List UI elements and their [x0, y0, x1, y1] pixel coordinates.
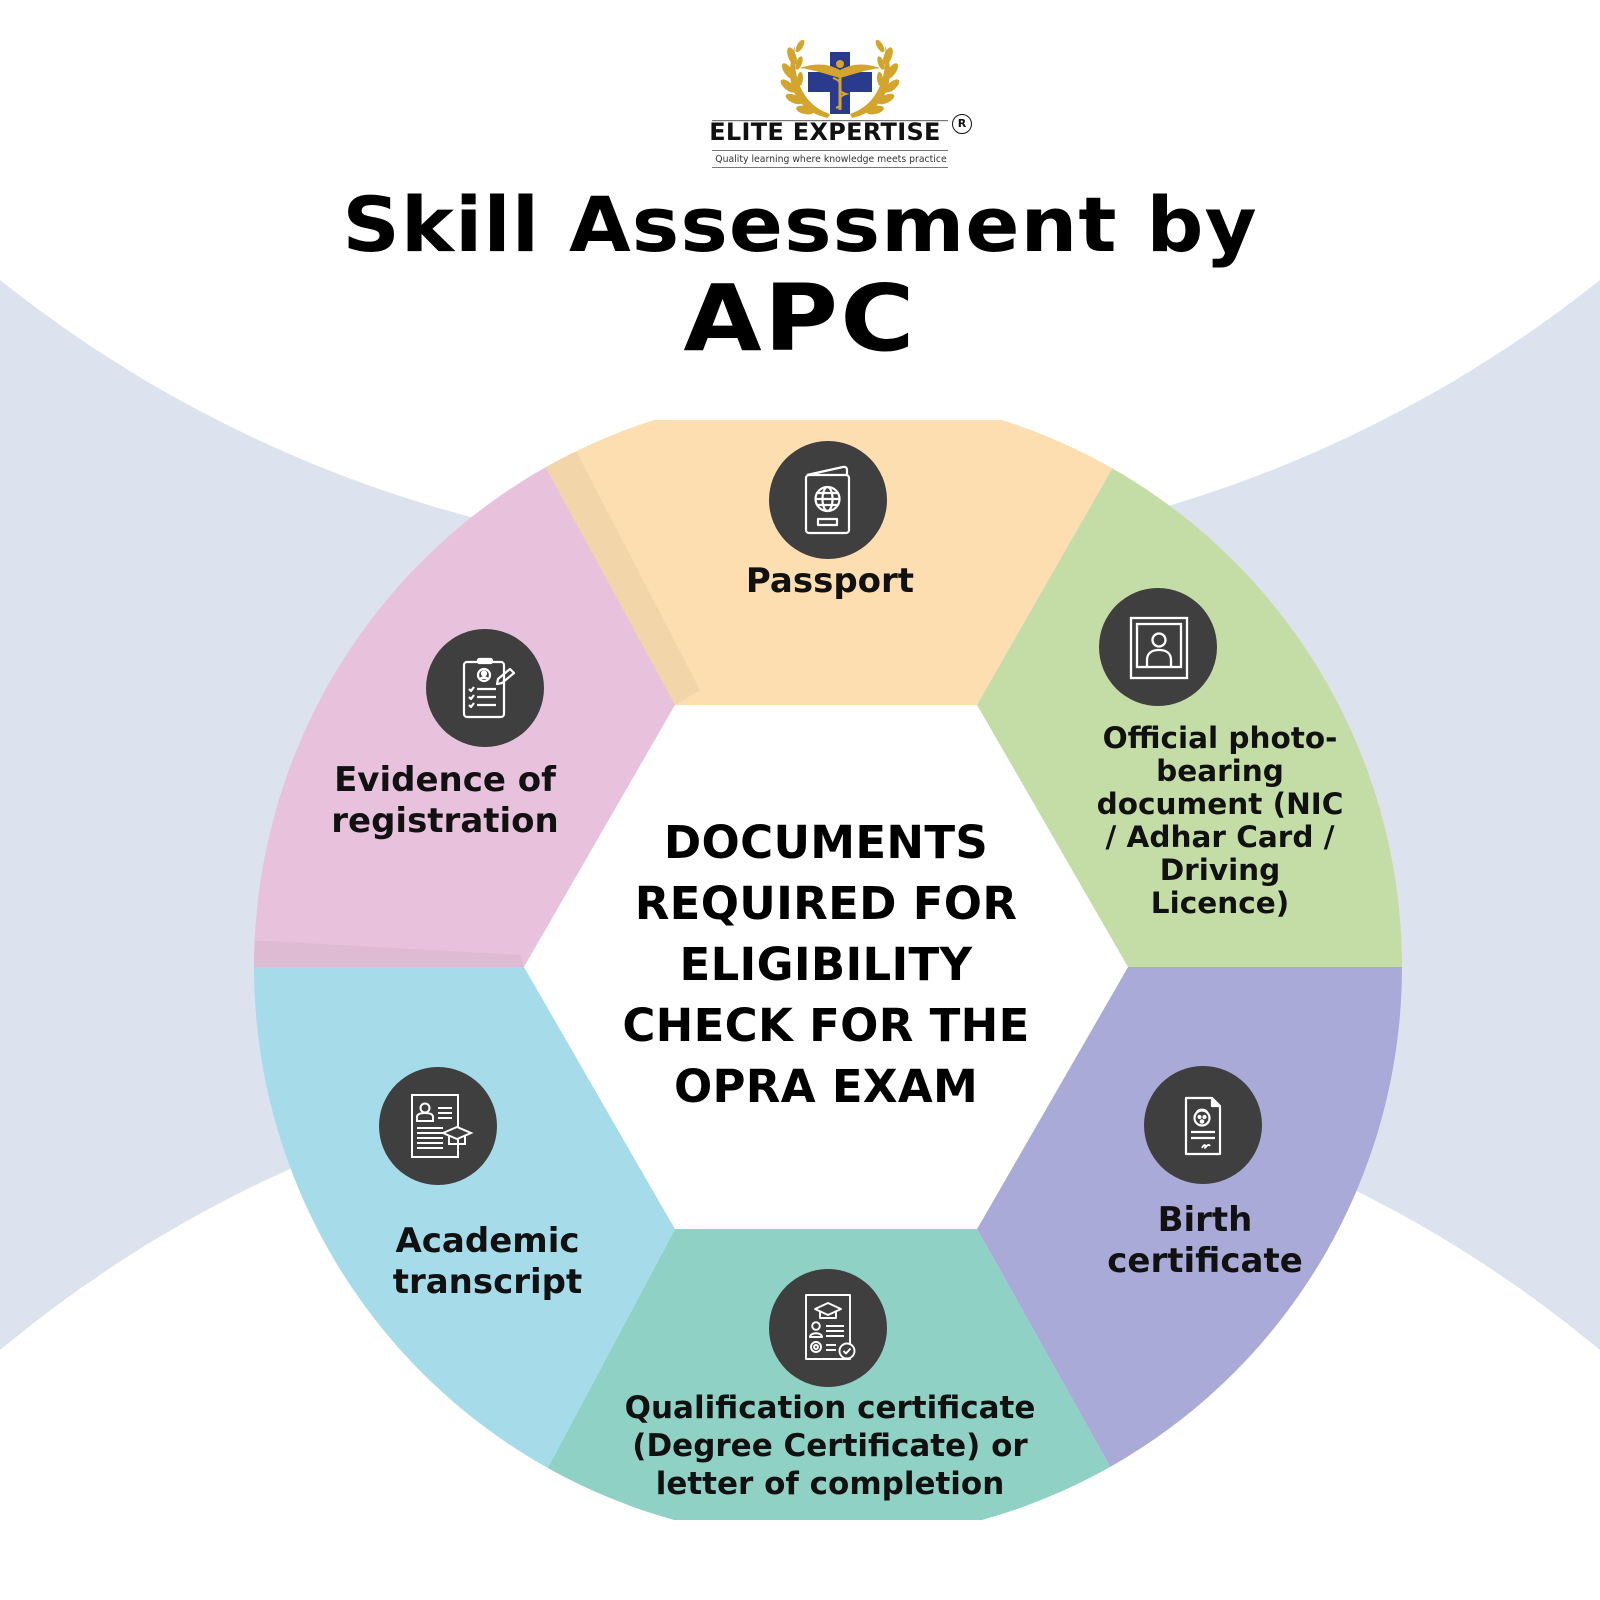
- academic-transcript-icon: [379, 1067, 497, 1185]
- label-academic-transcript: Academic transcript: [392, 1221, 583, 1302]
- photo-id-icon: [1099, 588, 1217, 706]
- label-evidence-of-registration: Evidence of registration: [331, 760, 559, 841]
- brand-divider: [712, 167, 948, 168]
- brand-name: ELITE EXPERTISE: [709, 118, 941, 146]
- logo-icon: [712, 39, 948, 122]
- center-hexagon: [524, 705, 1128, 1229]
- registered-mark: R: [952, 114, 972, 134]
- page-title-line1: Skill Assessment by: [342, 180, 1258, 269]
- label-birth-certificate: Birth certificate: [1107, 1200, 1303, 1281]
- center-heading: DOCUMENTS REQUIRED FOR ELIGIBILITY CHECK…: [622, 816, 1030, 1113]
- qualification-certificate-icon: [769, 1269, 887, 1387]
- brand-tagline: Quality learning where knowledge meets p…: [715, 154, 947, 165]
- label-photo-id: Official photo- bearing document (NIC / …: [1096, 721, 1344, 920]
- label-qualification-certificate: Qualification certificate (Degree Certif…: [624, 1390, 1036, 1502]
- page-title-line2: APC: [683, 265, 917, 372]
- registration-checklist-icon: [426, 629, 544, 747]
- brand-divider: [712, 150, 948, 151]
- segment-passport: [520, 420, 1140, 705]
- birth-certificate-icon: [1144, 1066, 1262, 1184]
- label-passport: Passport: [745, 561, 915, 601]
- passport-icon: [769, 441, 887, 559]
